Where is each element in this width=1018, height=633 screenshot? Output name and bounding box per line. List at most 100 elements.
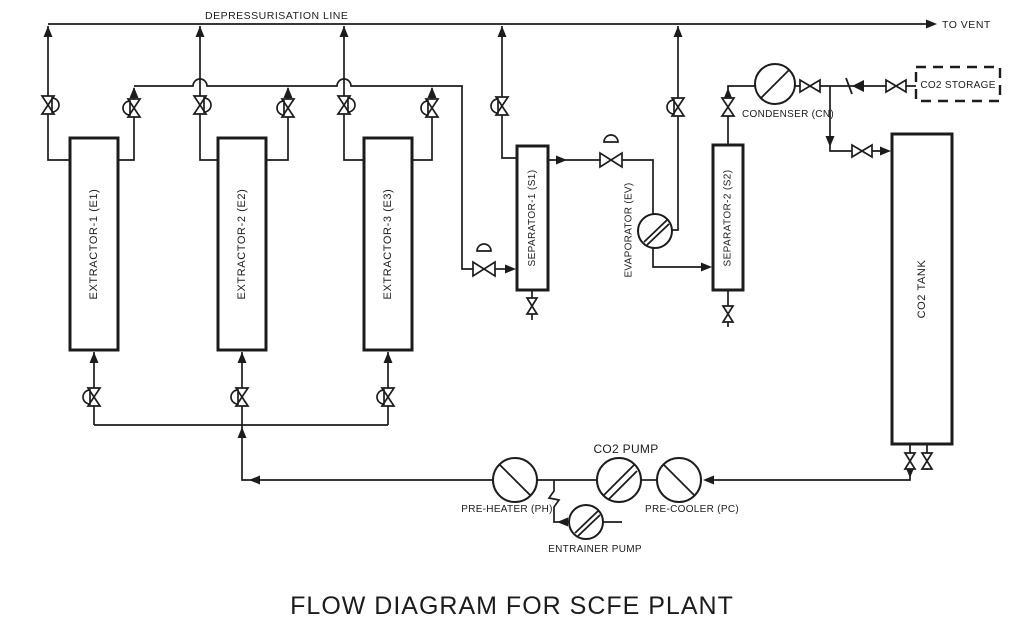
- pre-cooler: PRE-COOLER (PC): [645, 457, 739, 515]
- evaporator-outlet-line: [652, 247, 701, 268]
- entrainer-arrow-icon: [557, 517, 568, 527]
- feed-return-arrow-icon: [249, 475, 260, 485]
- pre-heater-label: PRE-HEATER (PH): [461, 504, 553, 515]
- e3-vent-arrow-icon: [339, 26, 349, 37]
- extractor-2-body: [216, 136, 268, 352]
- valve-e2-header-icon: [276, 98, 296, 118]
- valve-e3-drain-icon: [376, 387, 396, 407]
- s1-vent-riser: [501, 26, 517, 159]
- valve-s1-inlet-control-icon: [472, 243, 496, 278]
- valve-s1-outlet-control-icon: [599, 134, 623, 169]
- extractor-3-label: EXTRACTOR-3 (E3): [382, 189, 394, 300]
- condenser-diagonal: [760, 69, 790, 99]
- co2-pump: CO2 PUMP: [593, 442, 658, 503]
- valve-tank-bottom-2-icon: [920, 452, 934, 470]
- flow-arrows: [43, 19, 937, 527]
- co2-pump-label: CO2 PUMP: [593, 442, 658, 456]
- precooler-arrow-icon: [703, 475, 714, 485]
- extractor-3: EXTRACTOR-3 (E3): [362, 136, 414, 352]
- pre-cooler-label: PRE-COOLER (PC): [645, 504, 739, 515]
- evaporator: EVAPORATOR (EV): [624, 182, 673, 278]
- s1-outlet-arrow-icon: [556, 155, 567, 165]
- condenser-label: CONDENSER (CN): [742, 109, 834, 120]
- valve-ev-vent-icon: [666, 97, 686, 117]
- valve-tank-inlet-icon: [851, 143, 873, 159]
- extractor-2-label: EXTRACTOR-2 (E2): [236, 189, 248, 300]
- pre-heater-diagonal: [499, 464, 531, 496]
- e1-vent-riser: [47, 26, 70, 161]
- valve-e1-header-icon: [122, 98, 142, 118]
- e2-vent-arrow-icon: [195, 26, 205, 37]
- extractor-2: EXTRACTOR-2 (E2): [216, 136, 268, 352]
- tank-tee-arrow-icon: [825, 136, 835, 147]
- s2-inlet-arrow-icon: [701, 262, 712, 272]
- ev-vent-arrow-icon: [673, 26, 683, 37]
- valves: [40, 77, 934, 470]
- manifold-arrow-icon: [237, 427, 247, 438]
- e3-feed-arrow-icon: [383, 352, 393, 363]
- feed-return-line: [241, 425, 492, 481]
- extractor-1-label: EXTRACTOR-1 (E1): [88, 189, 100, 300]
- separator-1-label: SEPARATOR-1 (S1): [527, 170, 538, 267]
- e2-vent-riser: [199, 26, 218, 161]
- check-valve-icon: [845, 77, 864, 95]
- e2-feed-arrow-icon: [237, 352, 247, 363]
- to-vent-label: TO VENT: [942, 19, 991, 31]
- valve-e3-header-icon: [420, 98, 440, 118]
- valve-condenser-outlet-icon: [799, 78, 821, 94]
- valve-e1-vent-icon: [40, 95, 60, 115]
- line-labels: DEPRESSURISATION LINE TO VENT: [205, 10, 991, 31]
- co2-pump-diagonals: [603, 464, 638, 500]
- entrainer-pump-diagonals: [574, 510, 601, 537]
- valve-tank-bottom-1-icon: [903, 452, 917, 470]
- extractor-1: EXTRACTOR-1 (E1): [68, 136, 120, 352]
- s2-top-arrow-icon: [723, 88, 733, 99]
- depressurisation-line-label: DEPRESSURISATION LINE: [205, 10, 348, 22]
- extractor-3-body: [362, 136, 414, 352]
- e1-feed-arrow-icon: [89, 352, 99, 363]
- valve-s2-top-icon: [720, 97, 736, 117]
- e2-header-arrow-icon: [283, 87, 293, 98]
- separator-2: SEPARATOR-2 (S2): [711, 143, 745, 292]
- evaporator-diagonals: [643, 219, 670, 246]
- e1-vent-arrow-icon: [43, 26, 53, 37]
- separator-1-body: [515, 144, 550, 292]
- evaporator-label: EVAPORATOR (EV): [624, 182, 635, 277]
- diagram-title: FLOW DIAGRAM FOR SCFE PLANT: [290, 592, 734, 620]
- entrainer-pump-label: ENTRAINER PUMP: [548, 544, 642, 555]
- co2-storage: CO2 STORAGE: [914, 65, 1002, 103]
- tank-inlet-arrow-icon: [880, 146, 891, 156]
- entrainer-pump: ENTRAINER PUMP: [548, 504, 642, 555]
- e3-vent-riser: [343, 26, 364, 161]
- valve-co2-storage-outlet-icon: [885, 78, 907, 94]
- co2-storage-label: CO2 STORAGE: [920, 80, 995, 91]
- pre-heater: PRE-HEATER (PH): [461, 457, 553, 515]
- valve-s1-drain-icon: [525, 297, 539, 315]
- co2-tank-label: CO2 TANK: [916, 260, 928, 319]
- extract-header-line: [134, 78, 473, 270]
- valve-e3-vent-icon: [336, 95, 356, 115]
- s1-inlet-arrow-icon: [505, 264, 516, 274]
- valve-e2-vent-icon: [192, 95, 212, 115]
- co2-tank: CO2 TANK: [890, 132, 954, 446]
- separator-2-body: [711, 143, 745, 292]
- to-vent-arrow-icon: [926, 19, 937, 29]
- s2-condenser-line: [727, 85, 755, 145]
- s1-vent-arrow-icon: [497, 26, 507, 37]
- pre-cooler-diagonal: [663, 464, 695, 496]
- valve-e1-drain-icon: [82, 387, 102, 407]
- e1-header-arrow-icon: [129, 87, 139, 98]
- separator-2-label: SEPARATOR-2 (S2): [723, 170, 734, 267]
- evaporator-inlet-line: [622, 159, 654, 215]
- valve-s2-drain-icon: [721, 305, 735, 323]
- co2-tank-body: [890, 132, 954, 446]
- co2-storage-box: [914, 65, 1002, 103]
- separator-1: SEPARATOR-1 (S1): [515, 144, 550, 292]
- valve-s1-vent-icon: [490, 96, 510, 116]
- evaporator-vent-riser: [672, 26, 679, 231]
- e3-header-arrow-icon: [427, 87, 437, 98]
- condenser: CONDENSER (CN): [742, 63, 834, 120]
